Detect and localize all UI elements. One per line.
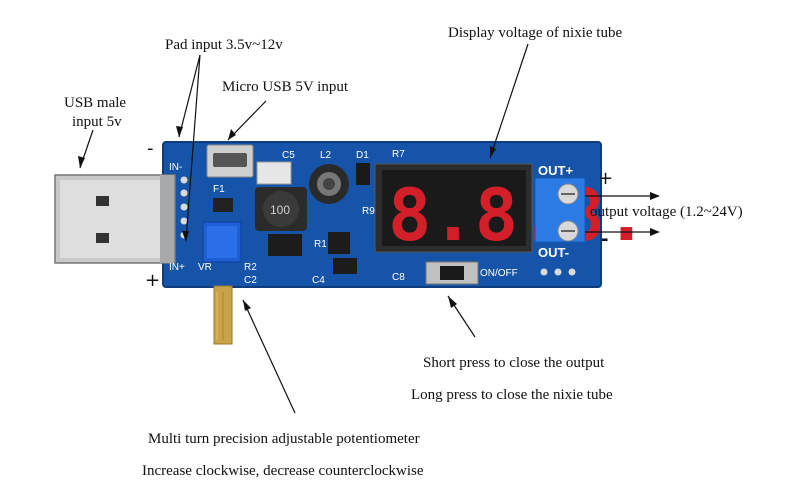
silk-in-minus: IN- — [169, 162, 182, 173]
inductor-l2 — [309, 164, 349, 204]
micro-usb-label: Micro USB 5V input — [222, 79, 348, 95]
display-voltage-label: Display voltage of nixie tube — [448, 25, 623, 41]
diode-d1 — [356, 163, 370, 185]
output-plus-sign: + — [598, 168, 614, 189]
usb-male-label-line1: USB male — [64, 95, 127, 111]
ic-chip — [268, 234, 302, 256]
potentiometer-label-line1: Multi turn precision adjustable potentio… — [148, 431, 420, 447]
short-press-label: Short press to close the output — [423, 355, 605, 371]
on-off-button[interactable] — [425, 261, 479, 285]
silk-f1: F1 — [213, 184, 225, 195]
silk-out-plus: OUT+ — [538, 163, 573, 178]
silk-r2: R2 — [244, 262, 257, 273]
silk-d1: D1 — [356, 150, 369, 161]
silk-c5: C5 — [282, 150, 295, 161]
display-digits: 8.8.8. — [388, 173, 648, 257]
input-plus-sign: + — [145, 270, 161, 291]
silk-out-minus: OUT- — [538, 245, 569, 260]
silk-c2: C2 — [244, 275, 257, 286]
silk-in-plus: IN+ — [169, 262, 185, 273]
silk-c8: C8 — [392, 272, 405, 283]
seven-segment-display — [374, 163, 533, 253]
silk-vr: VR — [198, 262, 212, 273]
micro-usb-port — [206, 144, 254, 178]
silk-c4: C4 — [312, 275, 325, 286]
pad-input-label: Pad input 3.5v~12v — [165, 37, 283, 53]
usb-male-label-line2: input 5v — [72, 114, 122, 130]
silk-l2: L2 — [320, 150, 332, 161]
svg-text:100: 100 — [270, 203, 290, 217]
regulator — [333, 258, 357, 274]
potentiometer — [202, 221, 242, 345]
silk-r9: R9 — [362, 206, 375, 217]
power-inductor: 100 — [255, 187, 307, 231]
chip-small — [213, 198, 233, 212]
input-pads — [180, 176, 188, 239]
output-minus-sign: - — [601, 229, 609, 250]
input-minus-sign: - — [147, 138, 154, 159]
capacitor-c5 — [256, 161, 292, 185]
silk-r7: R7 — [392, 149, 405, 160]
long-press-label: Long press to close the nixie tube — [411, 387, 613, 403]
transistor — [328, 232, 350, 254]
silk-r1: R1 — [314, 239, 327, 250]
usb-male-plug — [54, 174, 176, 264]
output-terminal — [534, 177, 586, 243]
output-voltage-label: output voltage (1.2~24V) — [590, 204, 743, 220]
arrow-heads — [78, 126, 660, 311]
silk-on-off: ON/OFF — [480, 268, 518, 279]
potentiometer-label-line2: Increase clockwise, decrease countercloc… — [142, 463, 424, 479]
